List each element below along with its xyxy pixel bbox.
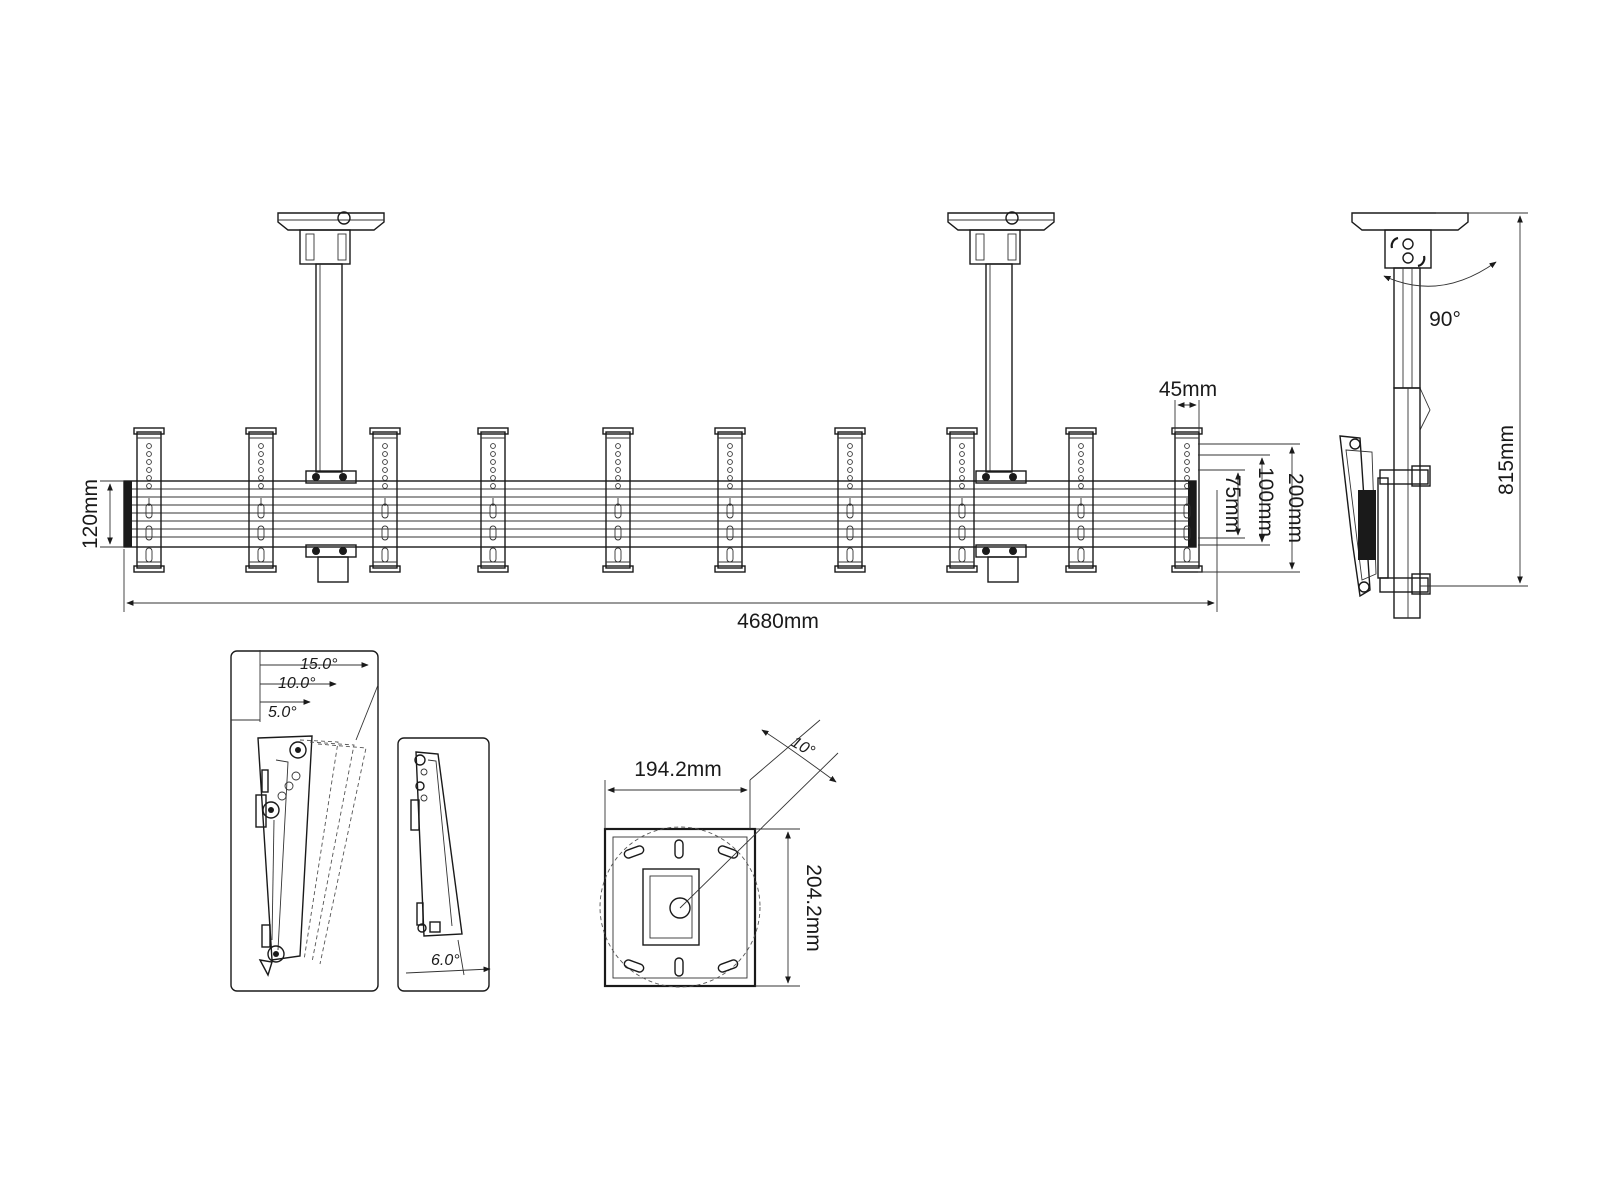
screen-arm [245,427,277,573]
arm-width-label: 45mm [1159,378,1217,401]
rotation-label: 90° [1429,308,1461,331]
tilt-5-label: 5.0° [268,704,297,721]
plate-angle-label: 10° [788,734,818,761]
screen-arm [1065,427,1097,573]
dim-vesa-pitch: 75mm 100mm 200mm [1198,443,1307,573]
total-width-label: 4680mm [737,610,819,633]
tilt-10-label: 10.0° [278,675,316,692]
screen-arm [834,427,866,573]
rail-bars [123,480,1197,548]
tilt-6-label: 6.0° [431,952,460,969]
pitch-200-label: 200mm [1284,473,1307,543]
mounting-plate: 10° 194.2mm 204.2mm [599,719,839,988]
total-height-label: 815mm [1495,425,1518,495]
plate-width-label: 194.2mm [634,758,722,781]
screen-arm [477,427,509,573]
screen-arms [133,427,1203,573]
pitch-75-label: 75mm [1221,475,1244,533]
screen-arm [602,427,634,573]
side-view: 90° 815mm [1339,212,1528,619]
tilt-detail-panel: 15.0° 10.0° 5.0° [230,650,379,992]
dim-bar-height: 120mm [79,479,124,549]
tilt-fixed-panel: 6.0° [397,737,491,992]
pitch-100-label: 100mm [1254,467,1277,537]
plate-height-label: 204.2mm [802,864,825,952]
screen-arm [946,427,978,573]
dim-arm-width: 45mm [1159,378,1217,432]
bar-height-label: 120mm [79,479,102,549]
front-view: 120mm 4680mm 45mm 75mm [79,211,1307,633]
ceiling-pole-right [947,211,1055,583]
dim-total-width: 4680mm [123,490,1218,633]
screen-arm [1171,427,1203,573]
ceiling-pole-left [277,211,385,583]
screen-arm [369,427,401,573]
screen-arm [133,427,165,573]
screen-arm [714,427,746,573]
tilt-15-label: 15.0° [300,656,338,673]
